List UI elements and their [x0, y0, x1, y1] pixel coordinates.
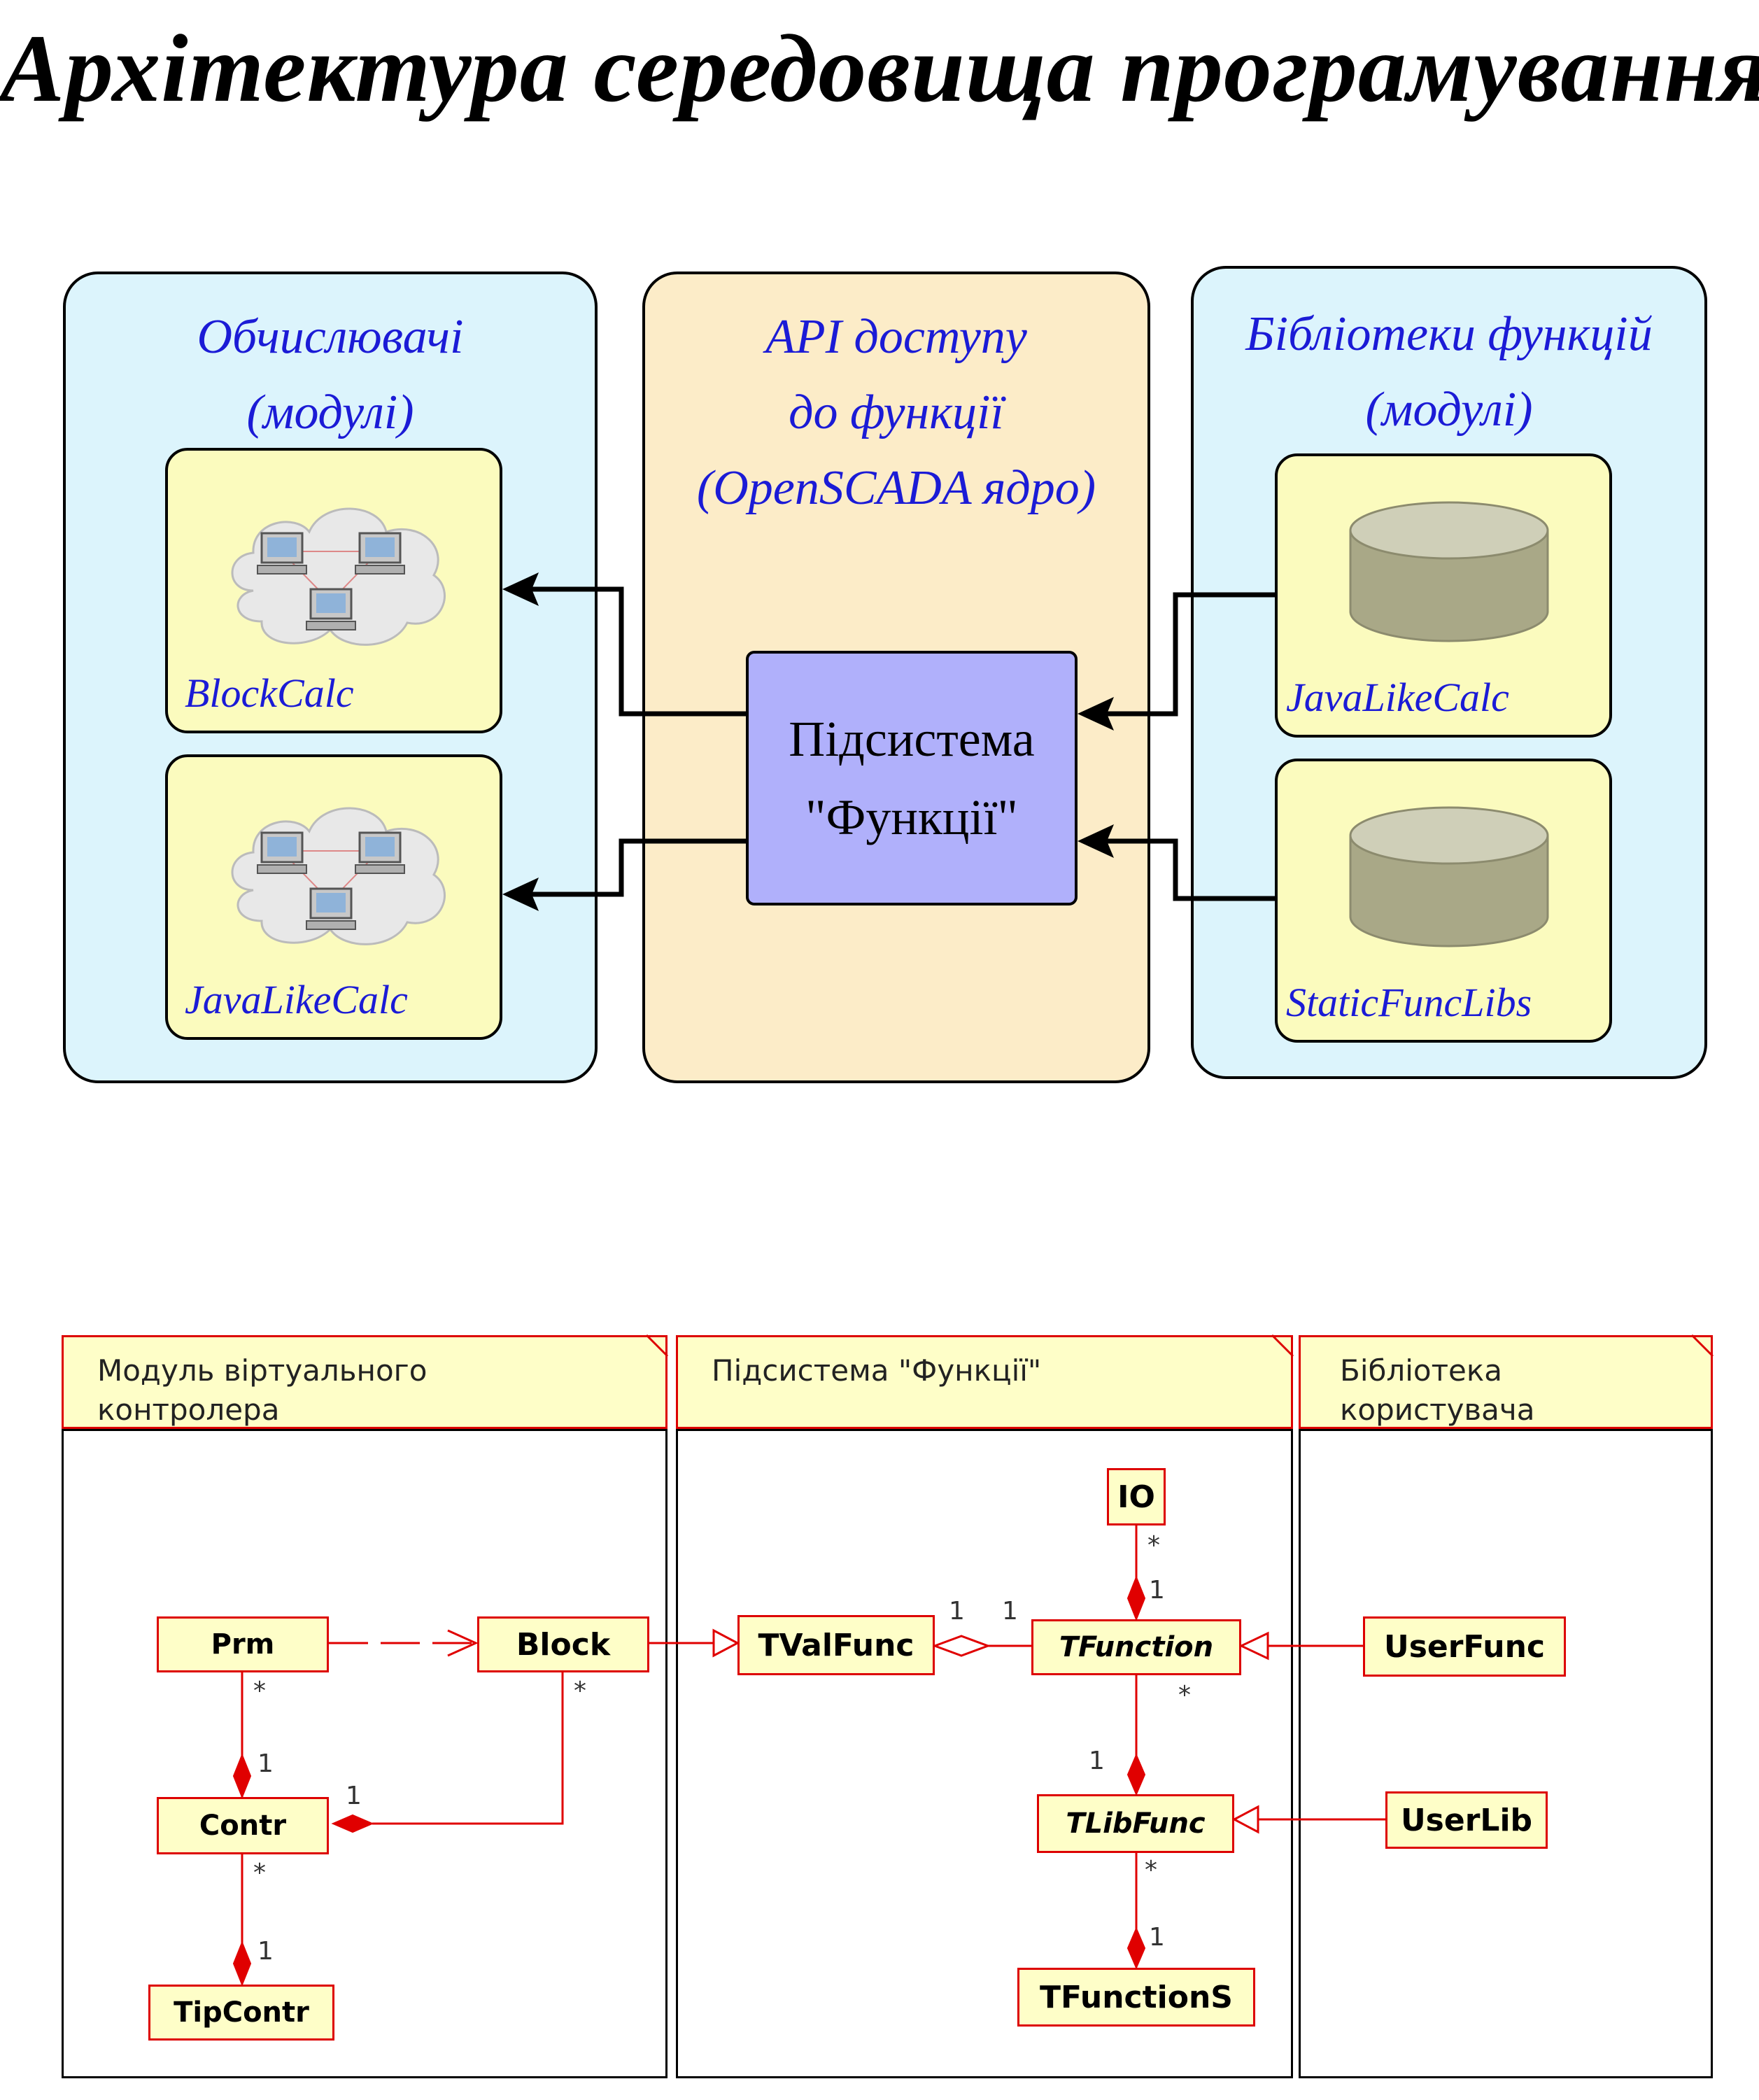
- uml-class-block-label: Block: [516, 1626, 611, 1663]
- uml-class-tlibfunc: TLibFunc: [1037, 1794, 1234, 1853]
- uml-class-tfunction: TFunction: [1031, 1619, 1241, 1675]
- uml-package-title-line2: контролера: [97, 1393, 280, 1427]
- uml-class-tfunctions-label: TFunctionS: [1040, 1979, 1233, 2015]
- arrowhead-subsystem-top: [1078, 697, 1114, 731]
- uml-package-body-userlib: [1299, 1429, 1713, 2078]
- lib-module-label-2: StaticFuncLibs: [1286, 980, 1532, 1025]
- uml-class-prm: Prm: [157, 1616, 329, 1672]
- uml-class-block: Block: [477, 1616, 649, 1672]
- uml-class-contr-label: Contr: [199, 1810, 287, 1842]
- mult-tlibfunc-star: *: [1145, 1856, 1157, 1884]
- mult-tvalfunc-one: 1: [949, 1597, 965, 1626]
- uml-package-title-line1: Підсистема "Функції": [712, 1353, 1042, 1388]
- arrowhead-blockcalc: [502, 572, 539, 606]
- uml-package-body-controller: [62, 1429, 667, 2078]
- mult-prm-contr-one: 1: [257, 1749, 274, 1778]
- uml-class-tfunction-label: TFunction: [1059, 1631, 1214, 1663]
- arrow-from-staticfunclibs: [1105, 838, 1275, 901]
- network-icon: [231, 807, 446, 945]
- mult-prm-star: *: [253, 1677, 266, 1705]
- database-icon: [1349, 501, 1549, 642]
- calc-module-label-2: JavaLikeCalc: [185, 977, 408, 1022]
- uml-class-tvalfunc-label: TValFunc: [758, 1627, 914, 1663]
- uml-class-tvalfunc: TValFunc: [737, 1615, 935, 1675]
- uml-class-contr: Contr: [157, 1797, 329, 1854]
- uml-class-tipcontr-label: TipContr: [174, 1996, 309, 2029]
- uml-class-io: IO: [1107, 1468, 1166, 1525]
- libraries-title-line1: Бібліотеки функцій: [1245, 307, 1653, 361]
- database-icon: [1349, 806, 1549, 947]
- uml-class-userfunc: UserFunc: [1363, 1616, 1566, 1677]
- arrow-to-javalikecalc: [532, 838, 746, 897]
- uml-class-userlib-label: UserLib: [1400, 1802, 1533, 1838]
- uml-class-io-label: IO: [1117, 1479, 1155, 1515]
- mult-io-star: *: [1147, 1531, 1160, 1560]
- mult-tfunction-one: 1: [1002, 1597, 1018, 1626]
- uml-package-tab-functions: Підсистема "Функції": [676, 1335, 1293, 1429]
- uml-package-title-line1: Бібліотека: [1340, 1353, 1503, 1388]
- arrow-from-javalikecalc-lib: [1105, 592, 1275, 717]
- uml-class-tipcontr: TipContr: [148, 1985, 334, 2041]
- calc-module-label-1: BlockCalc: [185, 670, 354, 716]
- uml-package-tab-controller: Модуль віртуального контролера: [62, 1335, 667, 1429]
- lib-module-javalikecalc: JavaLikeCalc: [1275, 453, 1612, 738]
- api-title-line2: до функції: [789, 386, 1004, 439]
- uml-package-title-line2: користувача: [1340, 1393, 1535, 1427]
- uml-class-userfunc-label: UserFunc: [1383, 1628, 1546, 1665]
- arrowhead-javalikecalc: [502, 878, 539, 911]
- mult-block-contr-one: 1: [346, 1782, 362, 1810]
- mult-block-star: *: [574, 1677, 586, 1705]
- mult-io-one: 1: [1149, 1576, 1165, 1605]
- network-icon: [231, 507, 446, 646]
- api-panel-title: API доступу до функції (OpenSCADA ядро): [645, 300, 1147, 526]
- calc-module-blockcalc: BlockCalc: [165, 448, 502, 733]
- mult-tlibfunc-one: 1: [1089, 1747, 1105, 1775]
- mult-tipcontr-one: 1: [257, 1937, 274, 1966]
- uml-package-tab-userlib: Бібліотека користувача: [1299, 1335, 1713, 1429]
- calculators-title-line2: (модулі): [246, 386, 414, 439]
- uml-class-userlib: UserLib: [1385, 1791, 1548, 1849]
- uml-class-tlibfunc-label: TLibFunc: [1066, 1807, 1206, 1840]
- lib-module-label-1: JavaLikeCalc: [1286, 675, 1509, 720]
- calculators-title-line1: Обчислювачі: [197, 310, 464, 364]
- page-title: Архітектура середовища програмування: [0, 15, 1759, 122]
- uml-class-prm-label: Prm: [211, 1628, 275, 1661]
- arrowhead-subsystem-bottom: [1078, 824, 1114, 858]
- mult-contr-star: *: [253, 1859, 266, 1887]
- subsystem-line1: Підсистема: [789, 711, 1035, 767]
- api-title-line3: (OpenSCADA ядро): [696, 461, 1096, 515]
- calculators-panel-title: Обчислювачі (модулі): [66, 300, 595, 451]
- subsystem-functions-box: Підсистема "Функції": [746, 651, 1078, 905]
- api-title-line1: API доступу: [765, 310, 1027, 364]
- mult-tfunction-star: *: [1178, 1681, 1191, 1710]
- lib-module-staticfunclibs: StaticFuncLibs: [1275, 759, 1612, 1043]
- arrow-to-blockcalc: [532, 586, 746, 717]
- libraries-panel-title: Бібліотеки функцій (модулі): [1194, 297, 1704, 448]
- libraries-title-line2: (модулі): [1365, 383, 1533, 437]
- mult-tfunctions-one: 1: [1149, 1923, 1165, 1952]
- uml-package-title-line1: Модуль віртуального: [97, 1353, 428, 1388]
- subsystem-line2: "Функції": [805, 789, 1018, 845]
- calc-module-javalikecalc: JavaLikeCalc: [165, 754, 502, 1040]
- uml-class-tfunctions: TFunctionS: [1017, 1968, 1255, 2027]
